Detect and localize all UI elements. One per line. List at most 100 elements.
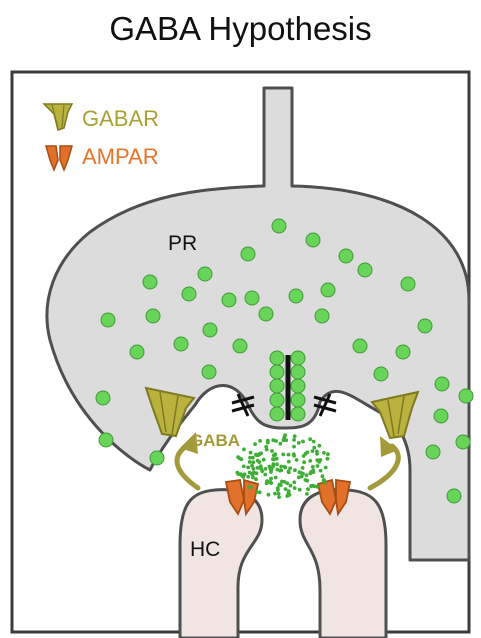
vesicle	[352, 338, 368, 354]
gaba-label: GABA	[190, 431, 240, 450]
gaba-molecule	[303, 452, 308, 456]
vesicle	[271, 218, 287, 234]
vesicle	[201, 364, 217, 380]
hc-label: HC	[190, 538, 220, 561]
gaba-molecule	[285, 481, 290, 486]
ampar-receptor-left	[224, 478, 260, 517]
gaba-molecule	[276, 491, 281, 496]
gaba-molecule	[283, 433, 287, 438]
gaba-molecule	[239, 473, 244, 478]
vesicle	[288, 288, 304, 304]
vesicle	[338, 248, 354, 264]
gaba-molecule	[296, 441, 301, 445]
feedback-arrow-left	[174, 432, 201, 491]
gaba-molecule	[279, 464, 284, 469]
gaba-molecule	[251, 470, 256, 475]
gaba-molecule	[277, 495, 281, 499]
vesicle	[290, 350, 306, 366]
gaba-molecule	[286, 489, 291, 494]
ampar-receptor-icon	[45, 145, 73, 173]
gaba-molecule	[273, 475, 278, 480]
gaba-molecule	[297, 475, 301, 480]
synaptic-vesicles	[95, 218, 474, 504]
gaba-molecule	[288, 466, 292, 471]
gaba-molecule	[264, 481, 269, 486]
vesicle	[142, 274, 158, 290]
vesicle	[244, 290, 260, 306]
gaba-molecule	[297, 470, 302, 475]
gaba-molecule	[325, 456, 330, 461]
vesicle	[269, 406, 285, 422]
gaba-molecule	[281, 452, 286, 457]
gaba-molecule	[257, 490, 262, 495]
gaba-molecule	[254, 471, 259, 476]
vesicle	[202, 322, 218, 338]
gaba-molecule	[253, 442, 257, 446]
gaba-molecule	[274, 439, 278, 443]
gaba-molecule	[248, 455, 253, 460]
gaba-molecule	[292, 480, 297, 485]
gaba-molecule	[294, 458, 299, 462]
gaba-molecule	[286, 469, 291, 474]
gaba-molecule	[278, 441, 283, 446]
gaba-molecule	[264, 444, 269, 449]
feedback-arrow-right	[367, 436, 401, 491]
gaba-molecule	[322, 481, 327, 485]
gaba-molecule	[276, 488, 280, 492]
pr-label: PR	[168, 232, 197, 255]
gaba-molecule	[269, 467, 273, 472]
gaba-molecule	[265, 438, 270, 443]
gaba-molecule	[246, 465, 251, 470]
gaba-molecule	[248, 450, 253, 455]
vesicle	[400, 276, 416, 292]
vesicle	[290, 406, 306, 422]
vesicle	[433, 408, 449, 424]
vesicle	[458, 388, 474, 404]
gaba-molecule	[317, 443, 322, 448]
gaba-molecule	[268, 480, 272, 484]
gaba-molecule	[311, 439, 316, 444]
vesicle	[95, 390, 111, 406]
vesicle	[446, 488, 462, 504]
channel-mark-left	[231, 393, 255, 417]
gaba-molecule	[315, 464, 320, 468]
gaba-molecule	[242, 447, 246, 452]
horizontal-cell-right	[298, 488, 388, 638]
gaba-molecule	[241, 464, 246, 469]
gaba-molecule	[323, 465, 328, 470]
gaba-molecule	[318, 458, 323, 462]
gaba-molecule	[271, 457, 275, 461]
gaba-molecule	[283, 487, 288, 491]
gaba-molecule	[310, 449, 315, 453]
gaba-molecule	[306, 487, 310, 491]
vesicle	[149, 450, 165, 466]
gaba-molecule	[288, 483, 293, 488]
vesicle	[232, 338, 248, 354]
vesicle	[181, 286, 197, 302]
gaba-molecule	[270, 449, 274, 453]
vesicle	[240, 246, 256, 262]
gaba-molecule	[301, 439, 305, 444]
gaba-molecule	[273, 491, 277, 496]
gaba-molecule	[242, 472, 247, 477]
vesicle	[290, 378, 306, 394]
gaba-molecule	[257, 460, 262, 464]
gaba-molecule	[315, 458, 320, 463]
gaba-molecule	[277, 482, 282, 487]
gaba-molecule	[315, 484, 319, 489]
gaba-molecule	[309, 484, 314, 488]
gaba-molecule	[264, 447, 269, 452]
vesicle	[357, 262, 373, 278]
gaba-molecule	[258, 438, 262, 443]
vesicle	[314, 308, 330, 324]
gaba-molecule	[293, 468, 297, 473]
photoreceptor-terminal	[45, 86, 471, 562]
gaba-molecule	[308, 459, 313, 463]
vesicle	[269, 364, 285, 380]
gaba-molecule	[309, 470, 313, 474]
vesicle	[269, 350, 285, 366]
vesicle	[258, 306, 274, 322]
gaba-molecule	[254, 452, 258, 457]
gabar-receptor-right	[370, 390, 420, 440]
